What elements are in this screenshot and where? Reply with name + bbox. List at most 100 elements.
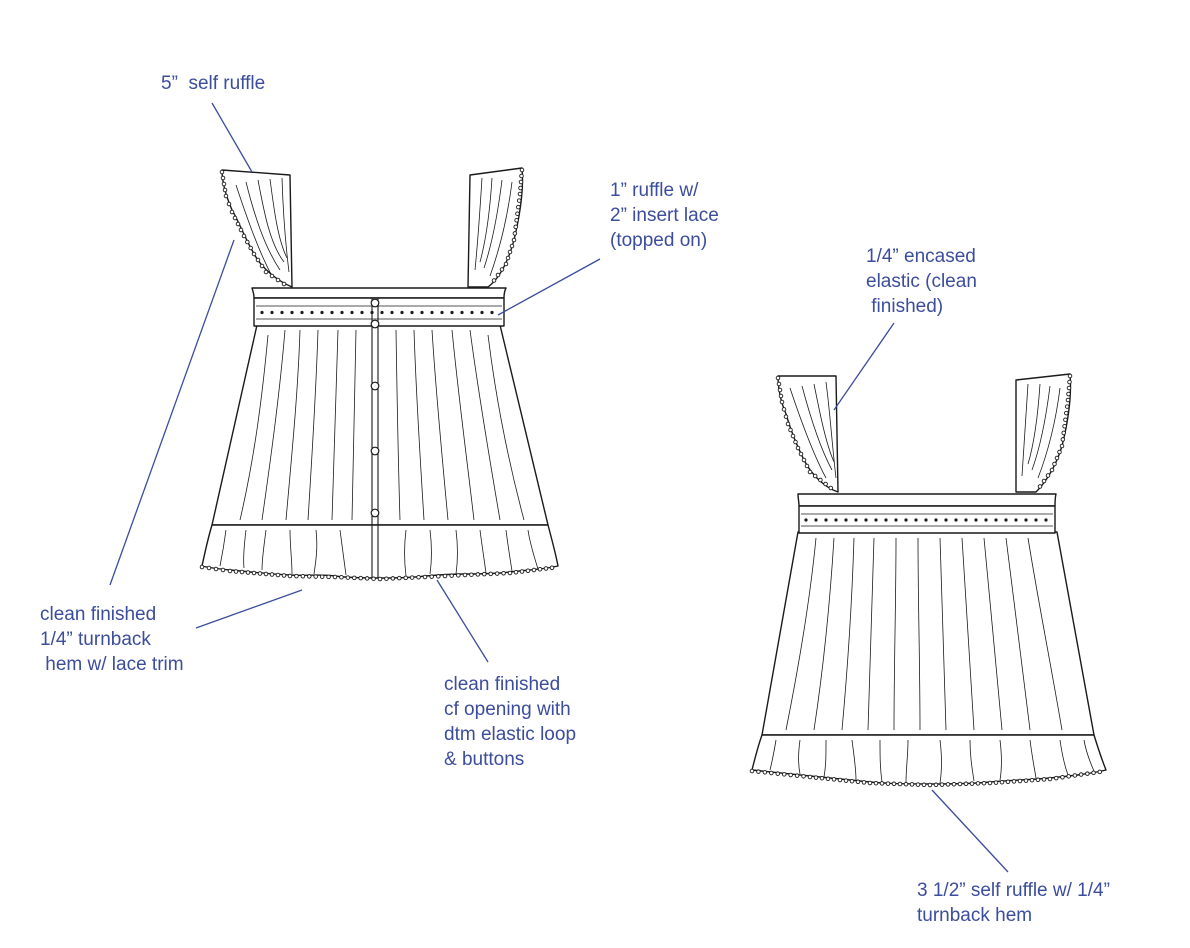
lace-picot	[903, 781, 909, 787]
lace-picot	[513, 570, 519, 575]
back-body-folds	[785, 537, 1063, 731]
lace-picot	[1078, 772, 1084, 777]
lace-picot	[776, 381, 782, 387]
lace-picot	[831, 777, 837, 782]
back-elastic-band	[798, 505, 1056, 534]
back-right-strap-gathers	[1021, 383, 1061, 479]
lace-picot	[778, 393, 784, 399]
lace-picot	[223, 193, 229, 199]
lace-eyelet	[904, 518, 908, 522]
lace-eyelet	[824, 518, 828, 522]
front-top-ruffle	[251, 287, 507, 299]
lace-eyelet	[280, 310, 284, 315]
lace-eyelet	[864, 518, 868, 522]
lace-picot	[221, 181, 227, 187]
back-strap-lace-trim	[775, 373, 1073, 491]
lace-picot	[233, 569, 239, 574]
back-body	[761, 531, 1095, 736]
lace-picot	[313, 574, 318, 579]
callout-encased-elastic: 1/4” encased elastic (clean finished)	[866, 246, 977, 317]
lace-picot	[1053, 775, 1059, 781]
lace-picot	[1063, 417, 1068, 422]
lace-picot	[416, 575, 421, 580]
lace-picot	[488, 571, 493, 577]
lace-picot	[781, 772, 787, 777]
lace-picot	[963, 781, 969, 787]
lace-picot	[518, 185, 523, 191]
lace-picot	[503, 261, 509, 267]
front-button	[370, 381, 380, 391]
lace-picot	[807, 774, 813, 780]
lace-picot	[281, 281, 287, 287]
front-button	[370, 298, 380, 308]
lace-picot	[241, 233, 247, 239]
lace-picot	[549, 565, 555, 571]
lace-picot	[795, 445, 801, 451]
lace-picot	[436, 574, 441, 579]
lace-eyelet	[934, 518, 938, 522]
lace-picot	[525, 568, 531, 574]
lace-picot	[199, 564, 205, 570]
front-hem-ruffle	[201, 524, 559, 579]
leader-lines	[109, 102, 1009, 873]
lace-picot	[981, 780, 987, 786]
lace-picot	[238, 227, 244, 233]
lace-picot	[785, 421, 791, 427]
lace-picot	[501, 571, 506, 576]
lace-picot	[843, 778, 849, 783]
lace-picot	[1041, 478, 1047, 484]
lace-picot	[263, 269, 269, 275]
lace-picot	[801, 774, 806, 779]
lace-picot	[239, 569, 245, 575]
leader-line-cf-opening	[436, 579, 489, 663]
front-right-strap-gathers	[474, 177, 513, 277]
lace-eyelet	[974, 518, 978, 522]
lace-picot	[1067, 379, 1072, 385]
lace-picot	[779, 399, 785, 405]
callout-back-ruffle-hem: 3 1/2” self ruffle w/ 1/4” turnback hem	[917, 880, 1110, 926]
lace-picot	[537, 567, 543, 572]
front-left-strap-ruffle	[221, 169, 293, 288]
lace-picot	[775, 375, 781, 381]
lace-picot	[793, 439, 798, 445]
lace-eyelet	[330, 310, 334, 315]
lace-picot	[819, 775, 825, 781]
lace-eyelet	[450, 310, 454, 315]
lace-picot	[1011, 779, 1017, 784]
lace-picot	[749, 768, 755, 774]
lace-picot	[1067, 373, 1073, 379]
lace-picot	[975, 781, 981, 786]
lace-picot	[1066, 774, 1071, 779]
leader-line-ruffle-insert-lace	[497, 258, 601, 316]
lace-picot	[769, 770, 774, 776]
front-lace-eyelets	[260, 310, 494, 315]
lace-picot	[229, 209, 235, 215]
lace-eyelet	[894, 518, 898, 522]
lace-eyelet	[400, 310, 404, 315]
lace-picot	[1017, 778, 1023, 784]
lace-picot	[790, 433, 796, 439]
leader-line-self-ruffle	[211, 102, 253, 173]
lace-picot	[469, 572, 474, 577]
front-garment-sketch	[199, 167, 559, 582]
front-buttons	[370, 298, 380, 518]
lace-picot	[519, 569, 525, 574]
lace-picot	[804, 463, 810, 469]
lace-eyelet	[874, 518, 878, 522]
lace-picot	[422, 574, 428, 580]
lace-picot	[235, 221, 241, 227]
lace-picot	[409, 575, 415, 580]
lace-eyelet	[914, 518, 918, 522]
lace-picot	[1060, 774, 1065, 780]
lace-picot	[251, 251, 257, 257]
lace-picot	[352, 575, 357, 581]
lace-picot	[987, 780, 993, 786]
lace-picot	[222, 187, 228, 193]
lace-eyelet	[884, 518, 888, 522]
lace-picot	[442, 573, 448, 579]
lace-eyelet	[1014, 518, 1018, 522]
lace-picot	[227, 568, 233, 574]
lace-picot	[226, 201, 232, 207]
lace-picot	[300, 574, 306, 579]
lace-picot	[1052, 461, 1057, 467]
